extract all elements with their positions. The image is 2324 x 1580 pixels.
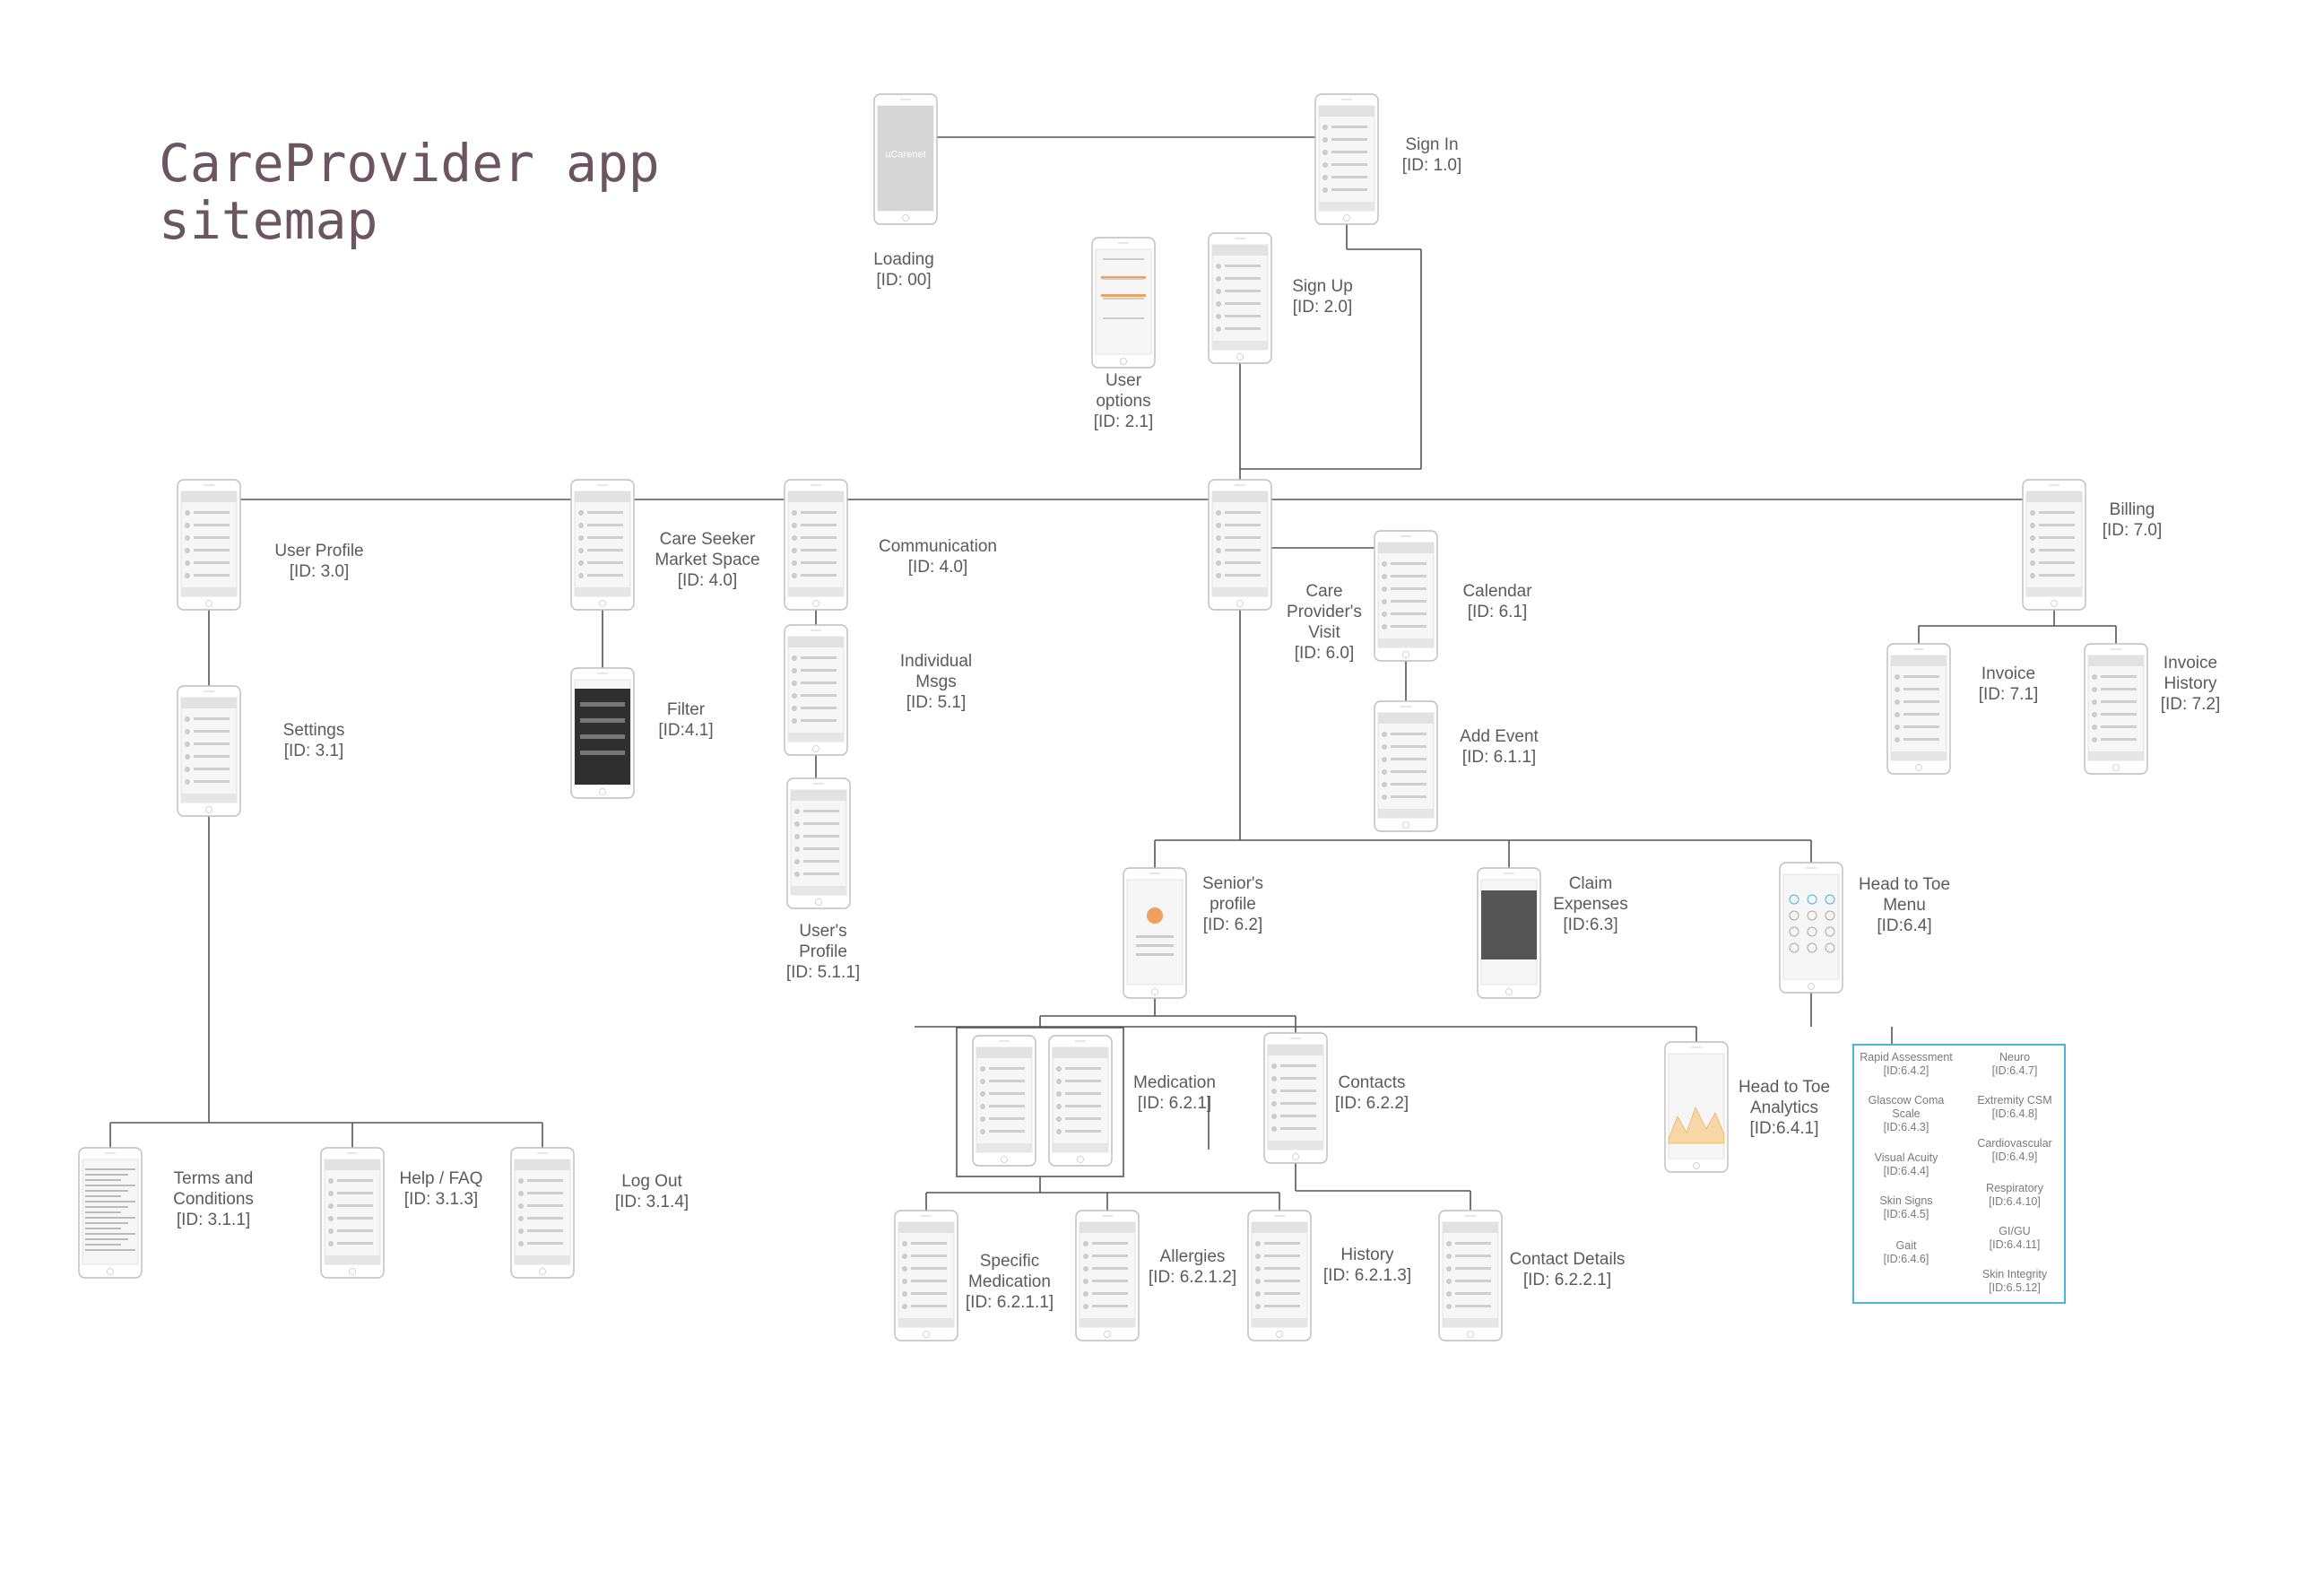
- head-to-toe-item: Cardiovascular [ID:6.4.9]: [1977, 1137, 2052, 1163]
- screen-thumbnail-care-visit: [1208, 479, 1272, 611]
- screen-label-invoice-history: Invoice History [ID: 7.2]: [2160, 654, 2221, 714]
- screen-thumbnail-history: [1247, 1210, 1312, 1341]
- screen-label-loading: Loading [ID: 00]: [873, 250, 934, 290]
- head-to-toe-item: Glascow Coma Scale [ID:6.4.3]: [1868, 1094, 1945, 1133]
- screen-label-log-out: Log Out [ID: 3.1.4]: [614, 1172, 689, 1211]
- screen-thumbnail-contacts: [1263, 1032, 1328, 1164]
- screen-thumbnails: uCarenet: [78, 93, 2148, 1341]
- head-to-toe-item: GI/GU [ID:6.4.11]: [1989, 1225, 2041, 1251]
- head-to-toe-item: Extremity CSM [ID:6.4.8]: [1977, 1094, 2052, 1120]
- screen-thumbnail-invoice-history: [2084, 643, 2148, 775]
- screen-thumbnail-claim-expenses: [1477, 867, 1541, 999]
- screen-thumbnail-seniors-profile: [1123, 867, 1187, 999]
- screen-label-seniors-profile: Senior's profile [ID: 6.2]: [1201, 874, 1264, 934]
- screen-thumbnail-contact-details: [1438, 1210, 1503, 1341]
- screen-label-calendar: Calendar [ID: 6.1]: [1462, 582, 1532, 621]
- screen-label-sign-up: Sign Up [ID: 2.0]: [1292, 277, 1353, 317]
- head-to-toe-item: Neuro [ID:6.4.7]: [1991, 1051, 2038, 1077]
- screen-label-claim-expenses: Claim Expenses [ID:6.3]: [1553, 874, 1628, 934]
- screen-label-help: Help / FAQ [ID: 3.1.3]: [399, 1169, 483, 1209]
- screen-thumbnail-individual-msgs: [784, 624, 848, 756]
- screen-thumbnail-head-to-toe-menu: [1779, 862, 1843, 994]
- screen-thumbnail-allergies: [1075, 1210, 1140, 1341]
- screen-label-sign-in: Sign In [ID: 1.0]: [1401, 135, 1462, 175]
- splash-brand: uCarenet: [885, 150, 925, 161]
- connector-lines: [109, 136, 2117, 1211]
- screen-label-specific-medication: Specific Medication [ID: 6.2.1.1]: [965, 1252, 1054, 1312]
- screen-label-care-seeker: Care Seeker Market Space [ID: 4.0]: [655, 530, 760, 590]
- head-to-toe-submenu-box: [1852, 1044, 2066, 1304]
- head-to-toe-item: Skin Signs [ID:6.4.5]: [1879, 1194, 1933, 1220]
- screen-label-terms: Terms and Conditions [ID: 3.1.1]: [173, 1169, 254, 1229]
- head-to-toe-item: Gait [ID:6.4.6]: [1883, 1239, 1929, 1265]
- screen-thumbnail-sign-up: [1208, 232, 1272, 364]
- medication-group-box: [956, 1027, 1124, 1177]
- screen-thumbnail-log-out: [510, 1147, 575, 1279]
- screen-thumbnail-add-event: [1374, 700, 1438, 832]
- screen-label-users-profile: User's Profile [ID: 5.1.1]: [785, 922, 861, 982]
- screen-thumbnail-settings: [177, 685, 241, 817]
- screen-thumbnail-calendar: [1374, 530, 1438, 662]
- screen-label-add-event: Add Event [ID: 6.1.1]: [1460, 727, 1539, 767]
- screen-thumbnail-loading: uCarenet: [873, 93, 938, 225]
- screen-label-allergies: Allergies [ID: 6.2.1.2]: [1148, 1247, 1237, 1287]
- screen-thumbnail-help: [320, 1147, 385, 1279]
- screen-thumbnail-head-to-toe-analytics: [1664, 1041, 1729, 1173]
- screen-thumbnail-medication-b: [1048, 1035, 1113, 1167]
- screen-label-history: History [ID: 6.2.1.3]: [1322, 1246, 1412, 1285]
- screen-thumbnail-billing: [2022, 479, 2086, 611]
- screen-thumbnail-user-profile: [177, 479, 241, 611]
- screen-label-filter: Filter [ID:4.1]: [658, 700, 714, 740]
- screen-thumbnail-communication: [784, 479, 848, 611]
- screen-label-individual-msgs: Individual Msgs [ID: 5.1]: [899, 652, 973, 712]
- screen-thumbnail-medication: [972, 1035, 1036, 1167]
- screen-label-contacts: Contacts [ID: 6.2.2]: [1334, 1073, 1409, 1113]
- screen-thumbnail-filter: [570, 667, 635, 799]
- screen-thumbnail-user-options: [1091, 237, 1156, 369]
- screen-label-head-to-toe-menu: Head to Toe Menu [ID:6.4]: [1858, 875, 1951, 935]
- screen-thumbnail-invoice: [1886, 643, 1951, 775]
- screen-thumbnail-users-profile: [786, 777, 851, 909]
- screen-thumbnail-terms: [78, 1147, 143, 1279]
- screen-label-user-profile: User Profile [ID: 3.0]: [274, 542, 364, 581]
- screen-label-medication: Medication [ID: 6.2.1]: [1133, 1073, 1216, 1113]
- screen-thumbnail-care-seeker: [570, 479, 635, 611]
- screen-thumbnail-sign-in: [1314, 93, 1379, 225]
- screen-label-communication: Communication [ID: 4.0]: [879, 537, 997, 577]
- screen-label-contact-details: Contact Details [ID: 6.2.2.1]: [1509, 1250, 1626, 1289]
- head-to-toe-item: Respiratory [ID:6.4.10]: [1986, 1182, 2043, 1208]
- screen-label-invoice: Invoice [ID: 7.1]: [1978, 664, 2039, 704]
- head-to-toe-item: Skin Integrity [ID:6.5.12]: [1981, 1268, 2048, 1294]
- screen-label-care-visit: Care Provider's Visit [ID: 6.0]: [1287, 582, 1362, 663]
- head-to-toe-item: Rapid Assessment [ID:6.4.2]: [1860, 1051, 1953, 1077]
- screen-thumbnail-specific-medication: [894, 1210, 958, 1341]
- screen-label-user-options: User options [ID: 2.1]: [1093, 371, 1154, 431]
- page-title: CareProvider app sitemap: [159, 133, 660, 251]
- screen-label-head-to-toe-analytics: Head to Toe Analytics [ID:6.4.1]: [1738, 1078, 1831, 1138]
- head-to-toe-item: Visual Acuity [ID:6.4.4]: [1874, 1151, 1938, 1177]
- screen-label-billing: Billing [ID: 7.0]: [2102, 500, 2163, 540]
- screen-label-settings: Settings [ID: 3.1]: [282, 721, 345, 760]
